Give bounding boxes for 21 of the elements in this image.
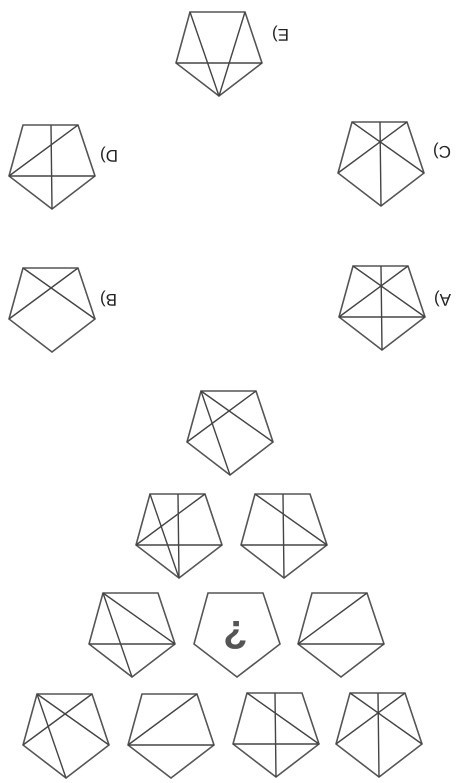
option-letter: A) xyxy=(434,290,451,308)
pentagon-drawing xyxy=(232,692,320,778)
pentagon-drawing xyxy=(297,592,385,678)
pentagon-drawing xyxy=(337,121,425,207)
pentagon-drawing xyxy=(135,493,223,579)
option-letter: B) xyxy=(100,290,117,308)
option-letter: E) xyxy=(272,25,289,43)
pentagon-drawing xyxy=(240,493,328,579)
pentagon-drawing xyxy=(175,11,263,97)
pentagon-drawing xyxy=(335,692,423,778)
pentagon-drawing xyxy=(127,693,215,779)
option-letter: C) xyxy=(433,142,451,160)
pentagon-drawing xyxy=(88,592,176,678)
pentagon-drawing xyxy=(8,267,96,353)
pentagon-drawing xyxy=(8,124,96,210)
pentagon-drawing xyxy=(186,390,274,476)
question-mark: ? xyxy=(223,614,248,654)
pentagon-drawing xyxy=(338,265,426,351)
option-letter: D) xyxy=(100,146,118,164)
pentagon-drawing xyxy=(22,693,110,779)
pentagon-drawing xyxy=(193,592,281,678)
